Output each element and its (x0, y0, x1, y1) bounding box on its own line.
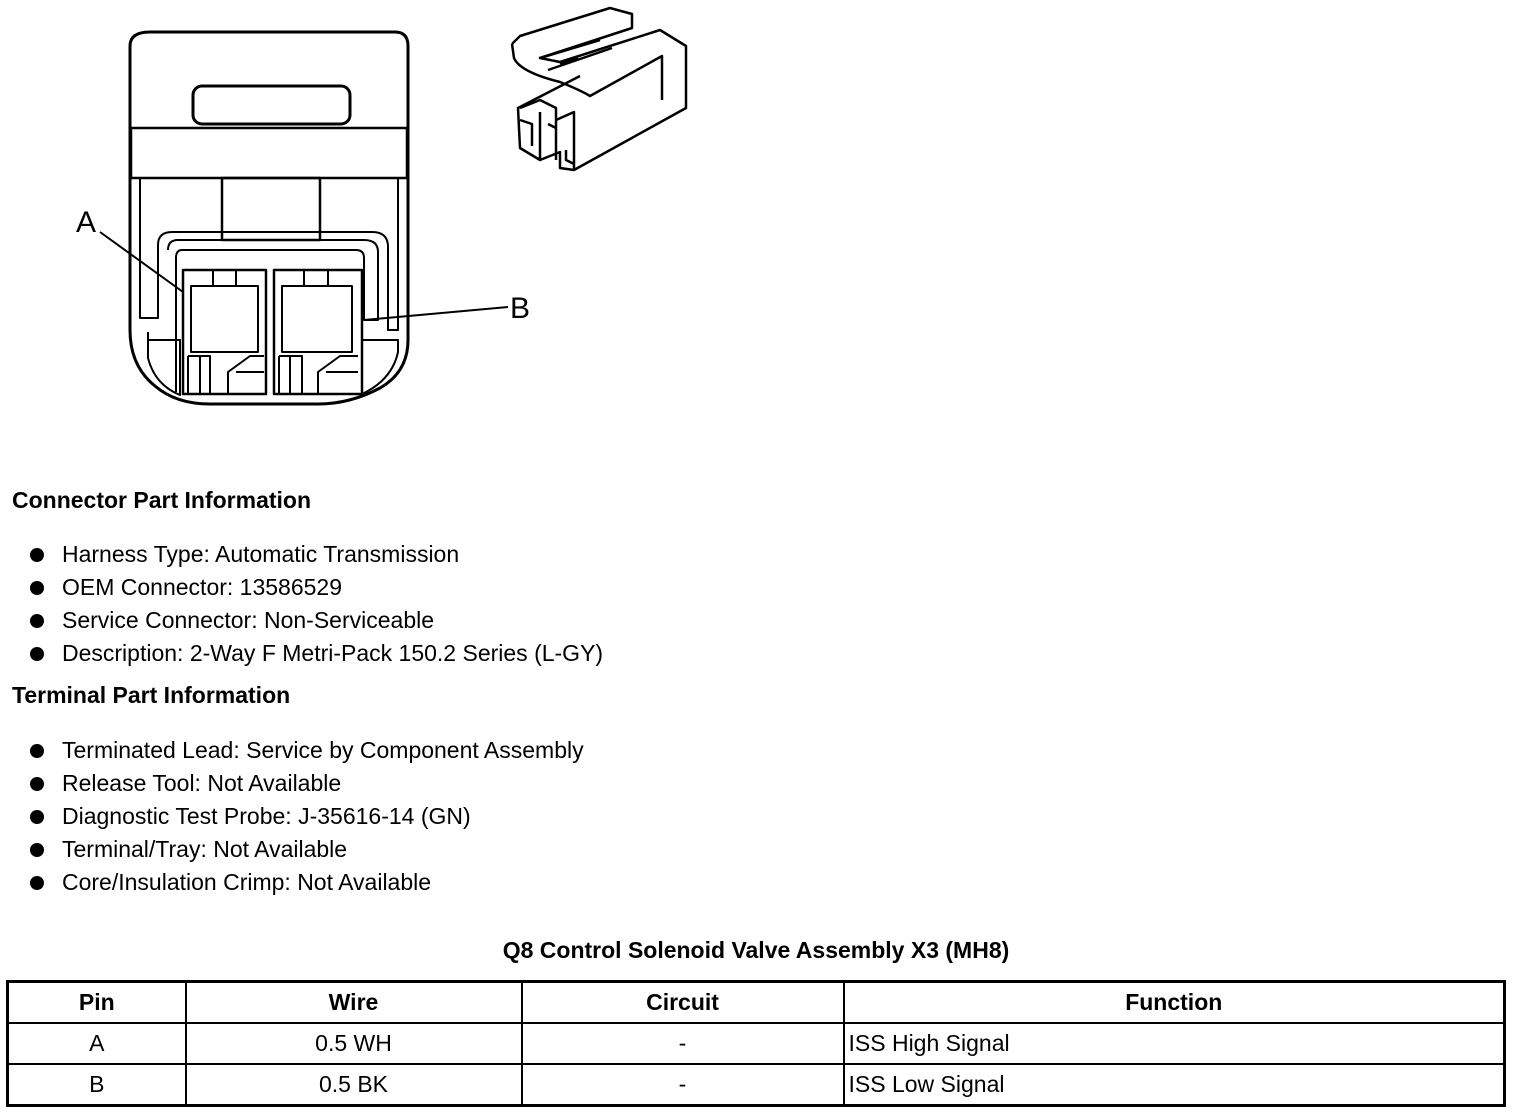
bullet-icon (30, 777, 44, 791)
pinout-table: Pin Wire Circuit Function A 0.5 WH - ISS… (6, 980, 1506, 1107)
tpa-clip (510, 6, 688, 172)
terminal-cavity-a (181, 268, 268, 396)
locking-tab (220, 176, 322, 242)
cell-wire: 0.5 BK (184, 1063, 523, 1107)
list-item: Terminated Lead: Service by Component As… (0, 734, 584, 767)
list-item-text: Harness Type: Automatic Transmission (62, 541, 460, 567)
cavity-outline-outer (139, 178, 399, 331)
cavity-bottom-right (361, 339, 399, 395)
callout-b-leader (363, 306, 509, 321)
cell-wire: 0.5 WH (184, 1022, 523, 1065)
list-item: OEM Connector: 13586529 (0, 571, 603, 604)
list-item: Core/Insulation Crimp: Not Available (0, 866, 584, 899)
terminal-info-heading: Terminal Part Information (12, 682, 291, 708)
connector-diagram: A B (76, 6, 688, 406)
bullet-icon (30, 843, 44, 857)
bullet-icon (30, 614, 44, 628)
header-pin: Pin (6, 980, 187, 1024)
list-item-text: Description: 2-Way F Metri-Pack 150.2 Se… (62, 640, 604, 666)
connector-info-heading: Connector Part Information (12, 487, 312, 513)
cell-function: ISS High Signal (842, 1022, 1506, 1065)
header-function: Function (842, 980, 1506, 1024)
connector-band (129, 126, 409, 180)
connector-info-list: Harness Type: Automatic Transmission OEM… (0, 538, 603, 670)
header-wire: Wire (184, 980, 523, 1024)
latch-slot (191, 84, 352, 126)
list-item: Diagnostic Test Probe: J-35616-14 (GN) (0, 800, 584, 833)
callout-a-leader (99, 231, 184, 293)
cell-circuit: - (520, 1022, 845, 1065)
cell-circuit: - (520, 1063, 845, 1107)
callout-b-label: B (510, 292, 530, 325)
list-item-text: Terminal/Tray: Not Available (62, 836, 348, 862)
list-item-text: Release Tool: Not Available (62, 770, 342, 796)
bullet-icon (30, 647, 44, 661)
table-title: Q8 Control Solenoid Valve Assembly X3 (M… (502, 937, 1010, 963)
cell-pin: B (6, 1063, 187, 1107)
cell-pin: A (6, 1022, 187, 1065)
table-row: A 0.5 WH - ISS High Signal (6, 1022, 1506, 1065)
bullet-icon (30, 876, 44, 890)
bullet-icon (30, 744, 44, 758)
table-header-row: Pin Wire Circuit Function (6, 980, 1506, 1024)
header-circuit: Circuit (520, 980, 845, 1024)
list-item: Terminal/Tray: Not Available (0, 833, 584, 866)
list-item-text: Terminated Lead: Service by Component As… (62, 737, 584, 763)
list-item-text: Diagnostic Test Probe: J-35616-14 (GN) (62, 803, 471, 829)
terminal-cavity-a-inner (190, 285, 259, 353)
terminal-cavity-b-inner (281, 285, 353, 353)
bullet-icon (30, 548, 44, 562)
table-row: B 0.5 BK - ISS Low Signal (6, 1063, 1506, 1107)
list-item-text: Core/Insulation Crimp: Not Available (62, 869, 432, 895)
list-item: Description: 2-Way F Metri-Pack 150.2 Se… (0, 637, 603, 670)
terminal-info-list: Terminated Lead: Service by Component As… (0, 734, 584, 899)
list-item: Service Connector: Non-Serviceable (0, 604, 603, 637)
cavity-bottom (147, 332, 181, 396)
list-item: Harness Type: Automatic Transmission (0, 538, 603, 571)
connector-body-outline (128, 30, 410, 406)
list-item: Release Tool: Not Available (0, 767, 584, 800)
bullet-icon (30, 581, 44, 595)
callout-a-label: A (76, 206, 96, 239)
bullet-icon (30, 810, 44, 824)
cell-function: ISS Low Signal (842, 1063, 1506, 1107)
list-item-text: OEM Connector: 13586529 (62, 574, 343, 600)
list-item-text: Service Connector: Non-Serviceable (62, 607, 435, 633)
